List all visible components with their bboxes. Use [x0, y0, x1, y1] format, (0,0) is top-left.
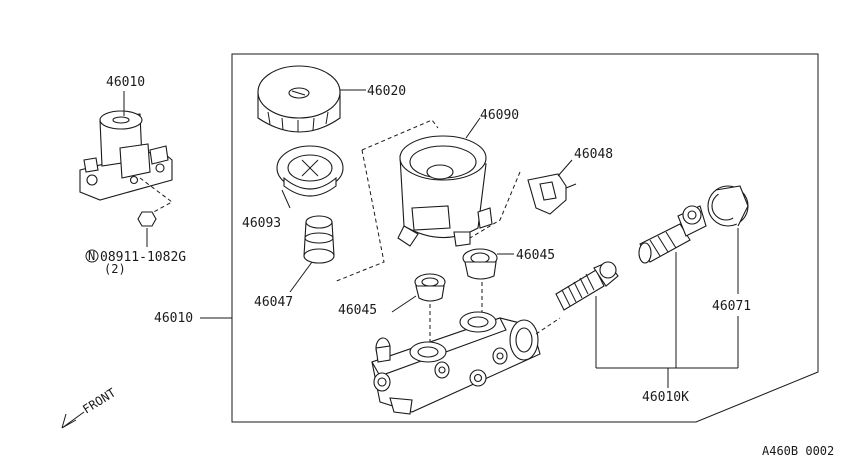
- label-nut-qty: (2): [104, 262, 126, 276]
- label-seal-bottom: 46047: [254, 295, 293, 310]
- reservoir-drawing: [397, 135, 493, 247]
- label-cup: 46071: [712, 299, 751, 314]
- label-nut-part: 08911-1082G: [100, 250, 186, 265]
- label-reservoir: 46090: [480, 108, 519, 123]
- spring-piston-rear-drawing: [638, 205, 707, 264]
- leader-seal-top: [281, 189, 291, 209]
- seal-bottom-drawing: [303, 215, 335, 264]
- grommet-right-drawing: [462, 248, 498, 280]
- label-repair-kit: 46010K: [642, 390, 689, 405]
- assembly-frame: [231, 53, 819, 423]
- leader-seal-bottom: [289, 261, 313, 293]
- clip-dashed-line: [469, 171, 521, 239]
- leader-grommet-left: [391, 295, 417, 313]
- label-seal-top: 46093: [242, 216, 281, 231]
- nut-drawing: [137, 211, 157, 227]
- seal-top-drawing: [276, 145, 344, 197]
- cap-drawing: [257, 65, 341, 133]
- clip-drawing: [527, 173, 577, 215]
- label-diagram-id: A460B 0002: [762, 444, 834, 458]
- label-grommet-right: 46045: [516, 248, 555, 263]
- front-arrow-icon: [61, 411, 85, 429]
- cup-drawing: [707, 185, 749, 227]
- label-front: FRONT: [80, 386, 118, 417]
- small-assembly-drawing: [79, 110, 173, 201]
- label-assembly-small: 46010: [106, 75, 145, 90]
- grommet-left-drawing: [414, 273, 446, 302]
- label-nut-symbol: N: [88, 249, 95, 263]
- label-grommet-left: 46045: [338, 303, 377, 318]
- nut-dashed-line: [139, 177, 173, 215]
- nut-symbol-circle: [85, 249, 99, 263]
- label-clip: 46048: [574, 147, 613, 162]
- label-cap: 46020: [367, 84, 406, 99]
- spring-piston-front-drawing: [555, 261, 619, 311]
- label-assembly-main: 46010: [154, 311, 193, 326]
- cylinder-dashed-line: [535, 317, 561, 335]
- leader-clip: [557, 159, 573, 177]
- leader-reservoir: [465, 117, 481, 139]
- reservoir-dashed-line-left: [333, 149, 385, 283]
- master-cylinder-drawing: [371, 311, 541, 415]
